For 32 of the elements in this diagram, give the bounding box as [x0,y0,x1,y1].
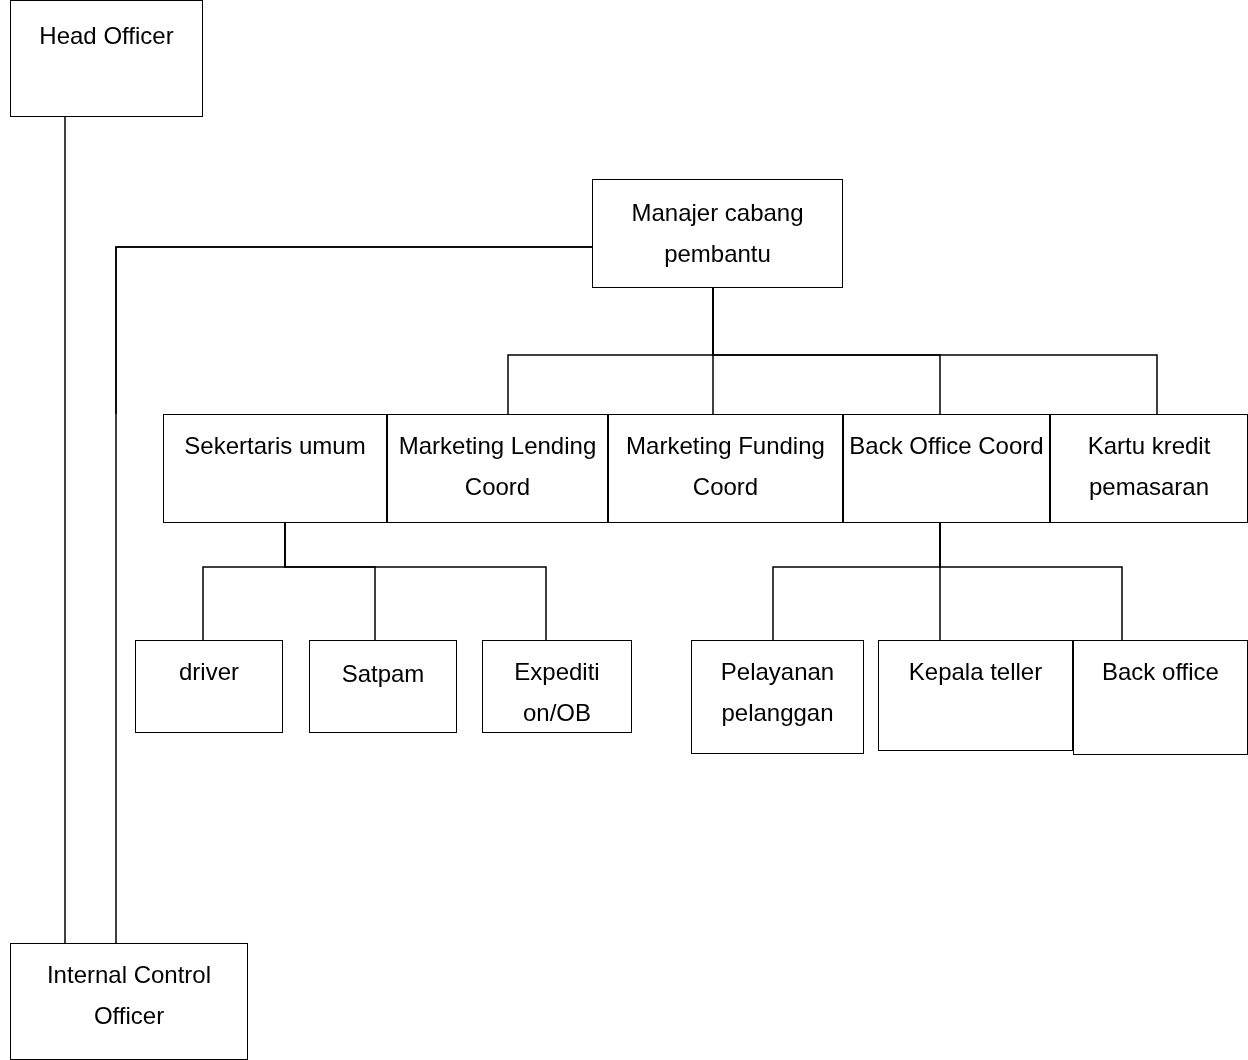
connector-line [64,116,66,944]
org-box [10,943,248,1060]
box-label: driver [179,657,239,687]
box-label: Kepala teller [908,657,1043,687]
org-box [309,640,457,733]
org-box [163,414,387,523]
org-box [691,640,864,754]
box-label: Head Officer [39,21,174,51]
connector-line [939,522,1123,641]
box-label: Back office [1102,657,1219,687]
box-label: Internal Control Officer [45,960,213,1031]
box-label: Kartu kredit pemasaran [1086,431,1212,502]
connector-line [284,522,547,641]
org-box [10,0,203,117]
org-box [387,414,608,523]
org-box [482,640,632,733]
org-box [1050,414,1248,523]
org-box [843,414,1050,523]
box-label: Pelayanan pelanggan [719,657,836,728]
org-box [1073,640,1248,755]
org-box [135,640,283,733]
box-label: Sekertaris umum [184,431,366,461]
box-label: Marketing Funding Coord [625,431,826,502]
connector-line [115,246,593,415]
org-box [878,640,1073,751]
box-label: Back Office Coord [849,431,1044,461]
box-label: Expediti on/OB [513,657,601,728]
box-label: Manajer cabang pembantu [630,198,805,269]
box-label: Marketing Lending Coord [397,431,598,502]
org-box [608,414,843,523]
box-label: Satpam [341,659,425,689]
org-box [592,179,843,288]
